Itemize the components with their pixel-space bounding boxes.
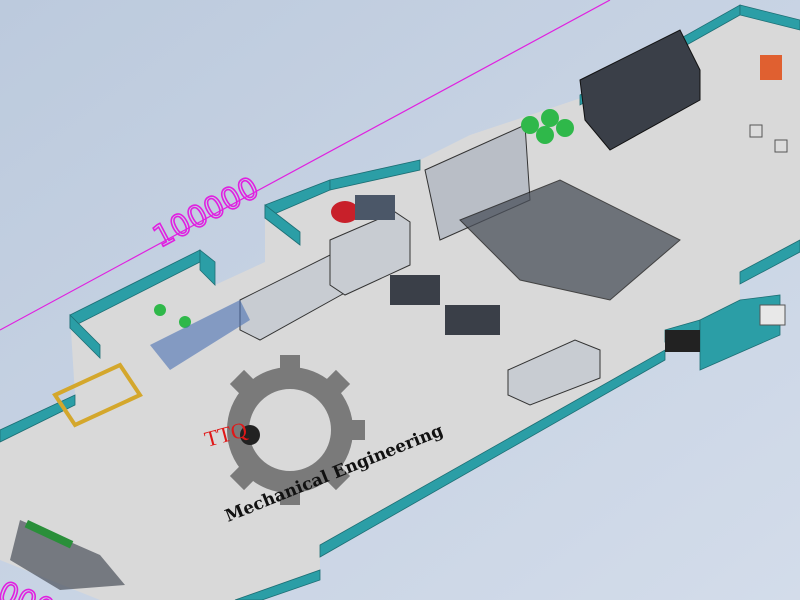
bulk-bag-storage <box>759 304 786 326</box>
conveyor-block-1 <box>390 275 440 305</box>
tank <box>536 126 554 144</box>
bulk-bag <box>749 124 763 138</box>
container-racks-3 <box>507 339 601 406</box>
tank <box>556 119 574 137</box>
machinery <box>10 29 788 590</box>
boiler-body <box>355 195 395 220</box>
tank <box>521 116 539 134</box>
boiler <box>331 201 359 223</box>
tank <box>154 304 166 316</box>
gear-icon <box>227 355 365 505</box>
tank <box>179 316 191 328</box>
bulk-bag <box>774 139 788 153</box>
control-panel <box>665 330 700 352</box>
green-conveyor <box>24 520 74 549</box>
conveyor-line-blue <box>150 300 250 370</box>
conveyor-block-2 <box>445 305 500 335</box>
small-gear-icon <box>240 425 260 445</box>
packaging-line <box>10 520 125 590</box>
yellow-frame-machine <box>52 362 143 428</box>
processing-line <box>459 179 681 301</box>
tank <box>541 109 559 127</box>
forklift <box>760 55 782 80</box>
dryer-line <box>579 29 701 151</box>
